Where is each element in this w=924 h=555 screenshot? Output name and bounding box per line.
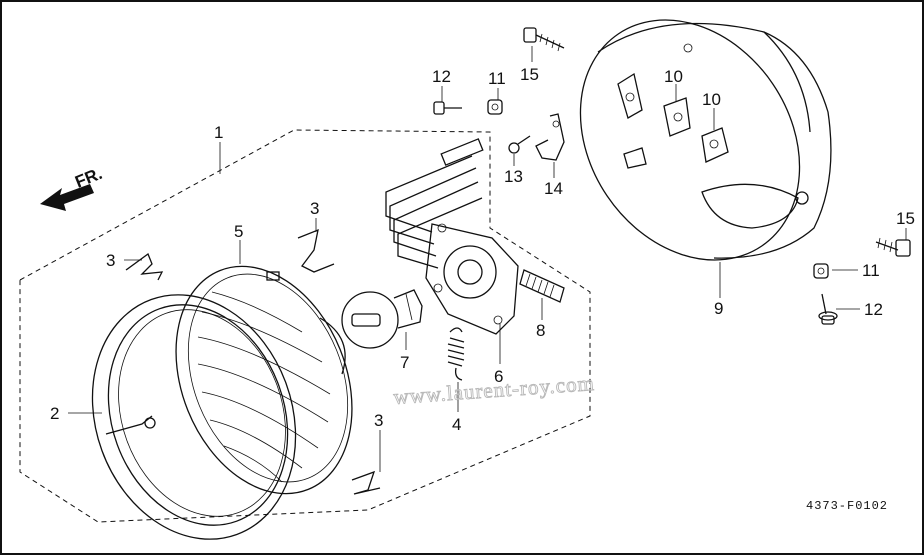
flange-bolt-upper (523, 27, 565, 52)
callout-6: 6 (494, 367, 503, 386)
callout-2: 2 (50, 404, 59, 423)
callout-11: 11 (862, 261, 880, 280)
callout-10: 10 (664, 67, 683, 86)
headlight-case (579, 19, 832, 261)
callout-15: 15 (896, 209, 915, 228)
callout-3: 3 (310, 199, 319, 218)
clip-lower (351, 470, 381, 495)
adjuster-shaft (519, 269, 565, 303)
headlight-bulb (341, 289, 423, 349)
arrow-left-icon (40, 184, 94, 211)
nut-right (813, 263, 829, 279)
headlight-rim (91, 294, 297, 540)
figure-code: 4373-F0102 (806, 499, 888, 513)
callout-11: 11 (488, 69, 506, 88)
callout-14: 14 (544, 179, 563, 198)
callout-3: 3 (374, 411, 383, 430)
callout-15: 15 (520, 65, 539, 84)
wire-clip (535, 113, 565, 161)
callout-7: 7 (400, 353, 409, 372)
callout-4: 4 (452, 415, 461, 434)
clip-upper-left (125, 252, 164, 281)
direction-label: FR. (72, 164, 105, 192)
screw-washer-upper (433, 101, 462, 115)
flange-bolt-right (875, 237, 911, 257)
mounting-bracket-lower (701, 127, 729, 163)
callout-9: 9 (714, 299, 723, 318)
clip-upper-center (297, 228, 335, 273)
nut-upper (487, 99, 503, 115)
callout-10: 10 (702, 90, 721, 109)
callout-8: 8 (536, 321, 545, 340)
screw-small (508, 135, 531, 154)
assembly-boundary (19, 129, 591, 523)
leader-lines (68, 46, 907, 472)
screw-washer-right (818, 293, 838, 325)
bulb-socket-plate (425, 223, 519, 335)
headlight-lens-unit (175, 265, 353, 495)
mounting-bracket-upper (663, 97, 691, 137)
callout-12: 12 (864, 300, 883, 319)
callout-5: 5 (234, 222, 243, 241)
callout-12: 12 (432, 67, 451, 86)
callout-13: 13 (504, 167, 523, 186)
callout-1: 1 (214, 123, 223, 142)
spring (447, 327, 465, 381)
callout-3: 3 (106, 251, 115, 270)
socket-wires (385, 138, 484, 269)
